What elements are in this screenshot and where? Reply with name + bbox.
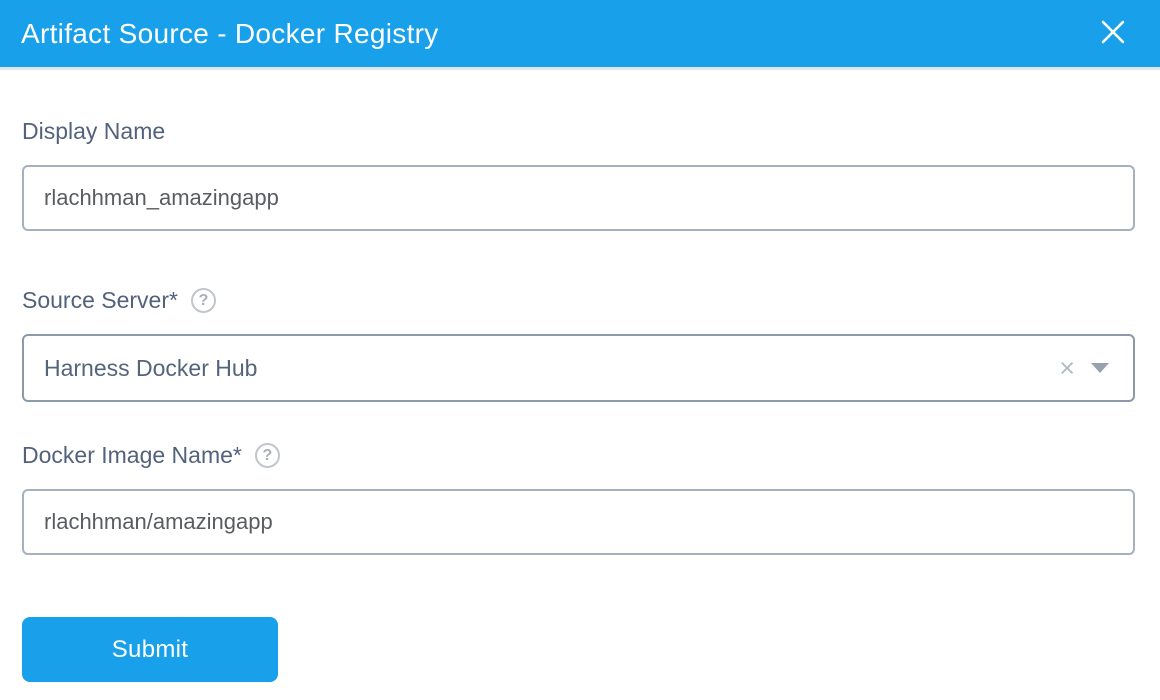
submit-button[interactable]: Submit	[22, 617, 278, 682]
modal-title: Artifact Source - Docker Registry	[21, 17, 439, 49]
docker-image-name-input[interactable]	[22, 489, 1135, 555]
chevron-down-icon[interactable]	[1089, 361, 1111, 375]
docker-image-name-label: Docker Image Name*	[22, 442, 242, 468]
clear-icon[interactable]: ×	[1059, 352, 1075, 383]
field-display-name: Display Name	[22, 118, 1135, 231]
source-server-selected-value: Harness Docker Hub	[44, 354, 258, 381]
modal-header: Artifact Source - Docker Registry	[0, 0, 1160, 70]
field-source-server: Source Server* ? Harness Docker Hub ×	[22, 287, 1135, 402]
modal-body: Display Name Source Server* ? Harness Do…	[0, 70, 1160, 682]
help-icon[interactable]: ?	[190, 288, 216, 313]
display-name-input[interactable]	[22, 165, 1135, 231]
field-docker-image-name: Docker Image Name* ?	[22, 442, 1135, 555]
close-button[interactable]	[1096, 17, 1130, 51]
source-server-select[interactable]: Harness Docker Hub ×	[22, 334, 1135, 402]
close-icon	[1099, 18, 1127, 49]
help-icon[interactable]: ?	[254, 443, 280, 468]
display-name-label: Display Name	[22, 118, 166, 144]
source-server-label: Source Server*	[22, 287, 178, 313]
